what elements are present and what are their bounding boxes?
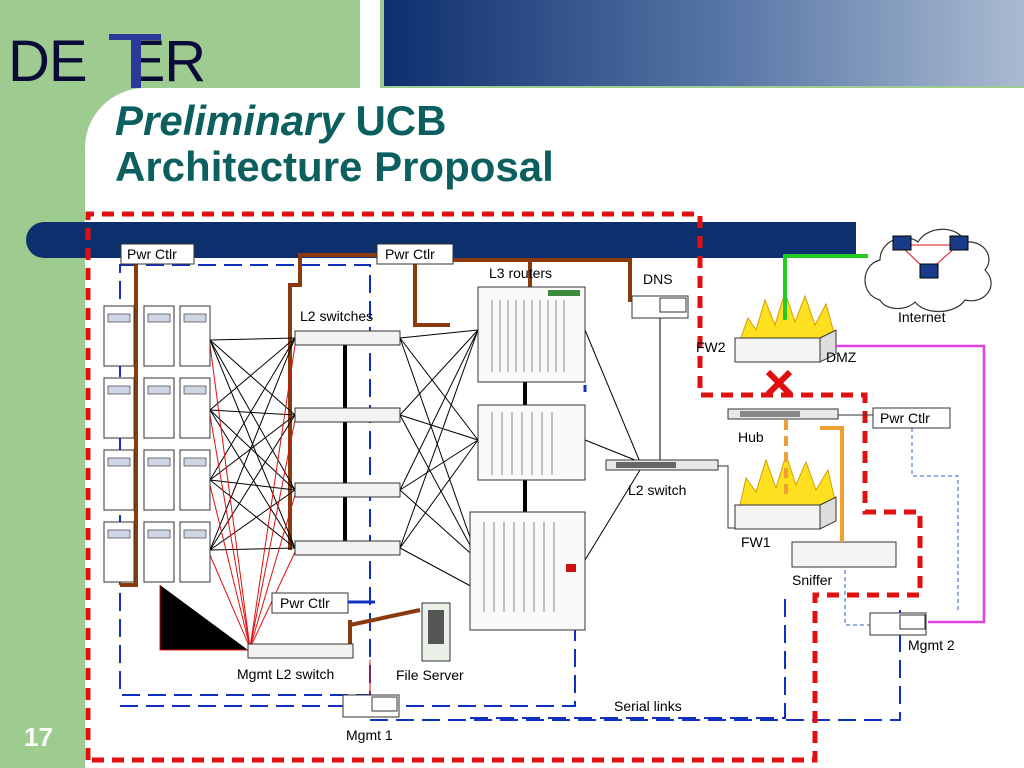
page-number: 17: [24, 722, 53, 752]
mgmt2-label: Mgmt 2: [908, 637, 955, 653]
pwr-ctlr-label-3: Pwr Ctlr: [280, 595, 330, 611]
hub-label: Hub: [738, 429, 764, 445]
title-line2: Architecture Proposal: [115, 143, 554, 190]
l3-router-chassis: [469, 511, 586, 631]
l2-switch-unit: [294, 330, 401, 346]
pwr-ctlr-label-1: Pwr Ctlr: [127, 246, 177, 262]
dns-server: [631, 295, 689, 319]
mgmt2-bus-line: [370, 610, 901, 721]
mgmt-bus-line: [120, 580, 576, 707]
l2-switch-stack: [294, 330, 401, 556]
fw1-firewall: [734, 453, 837, 530]
power-line-l2-top: [413, 260, 450, 327]
internet-cloud-icon: [864, 228, 992, 313]
slide-title: Preliminary UCB Architecture Proposal: [115, 98, 554, 190]
secure-zone-boundary: [85, 211, 923, 763]
sniffer-device: [791, 541, 897, 568]
mgmt2-host: [869, 612, 927, 636]
title-ucb: UCB: [343, 97, 447, 144]
mgmt1-label: Mgmt 1: [346, 727, 393, 743]
sniffer-label: Sniffer: [792, 572, 833, 588]
pwr-ctlr-box-1: [120, 243, 195, 265]
fw2-firewall: [734, 290, 837, 363]
file-server: [421, 602, 451, 662]
pwr-ctlr-box-2: [376, 243, 454, 265]
fw1-label: FW1: [741, 534, 771, 550]
file-server-label: File Server: [396, 667, 464, 683]
power-line-fileserver: [349, 608, 421, 627]
pwr-ctlr-label-2: Pwr Ctlr: [385, 246, 435, 262]
l2-switch-ports: [616, 462, 676, 468]
l2-switch-unit: [294, 482, 401, 498]
router-alarm-led: [566, 564, 576, 572]
dns-label: DNS: [643, 271, 673, 287]
pwr-ctlr-box-4: [872, 407, 951, 429]
l2-switch-unit: [294, 407, 401, 423]
serial-links-label: Serial links: [614, 698, 682, 714]
router-display: [548, 290, 580, 296]
l2-switch-unit: [294, 540, 401, 556]
logo-text-de: DE: [8, 29, 88, 94]
mgmt-l2-switch-label: Mgmt L2 switch: [237, 666, 334, 682]
fw2-label: FW2: [696, 339, 726, 355]
title-italic: Preliminary: [115, 97, 344, 144]
mgmt1-host: [342, 694, 400, 718]
pwr-ctlr-label-4: Pwr Ctlr: [880, 410, 930, 426]
logo-t-icon: [109, 34, 161, 88]
l3-router-stack: [469, 286, 586, 631]
mgmt-l2-switch: [247, 643, 354, 659]
l2-switches-label: L2 switches: [300, 308, 373, 324]
internet-label: Internet: [898, 309, 946, 325]
header-gradient-bar: [384, 0, 1024, 86]
blocked-link-x-icon: [765, 369, 793, 397]
dmz-label: DMZ: [826, 349, 857, 365]
l2-switch-label: L2 switch: [628, 482, 686, 498]
l3-routers-label: L3 routers: [489, 265, 552, 281]
serial-bus-line: [470, 596, 786, 719]
header-divider: [360, 0, 380, 88]
